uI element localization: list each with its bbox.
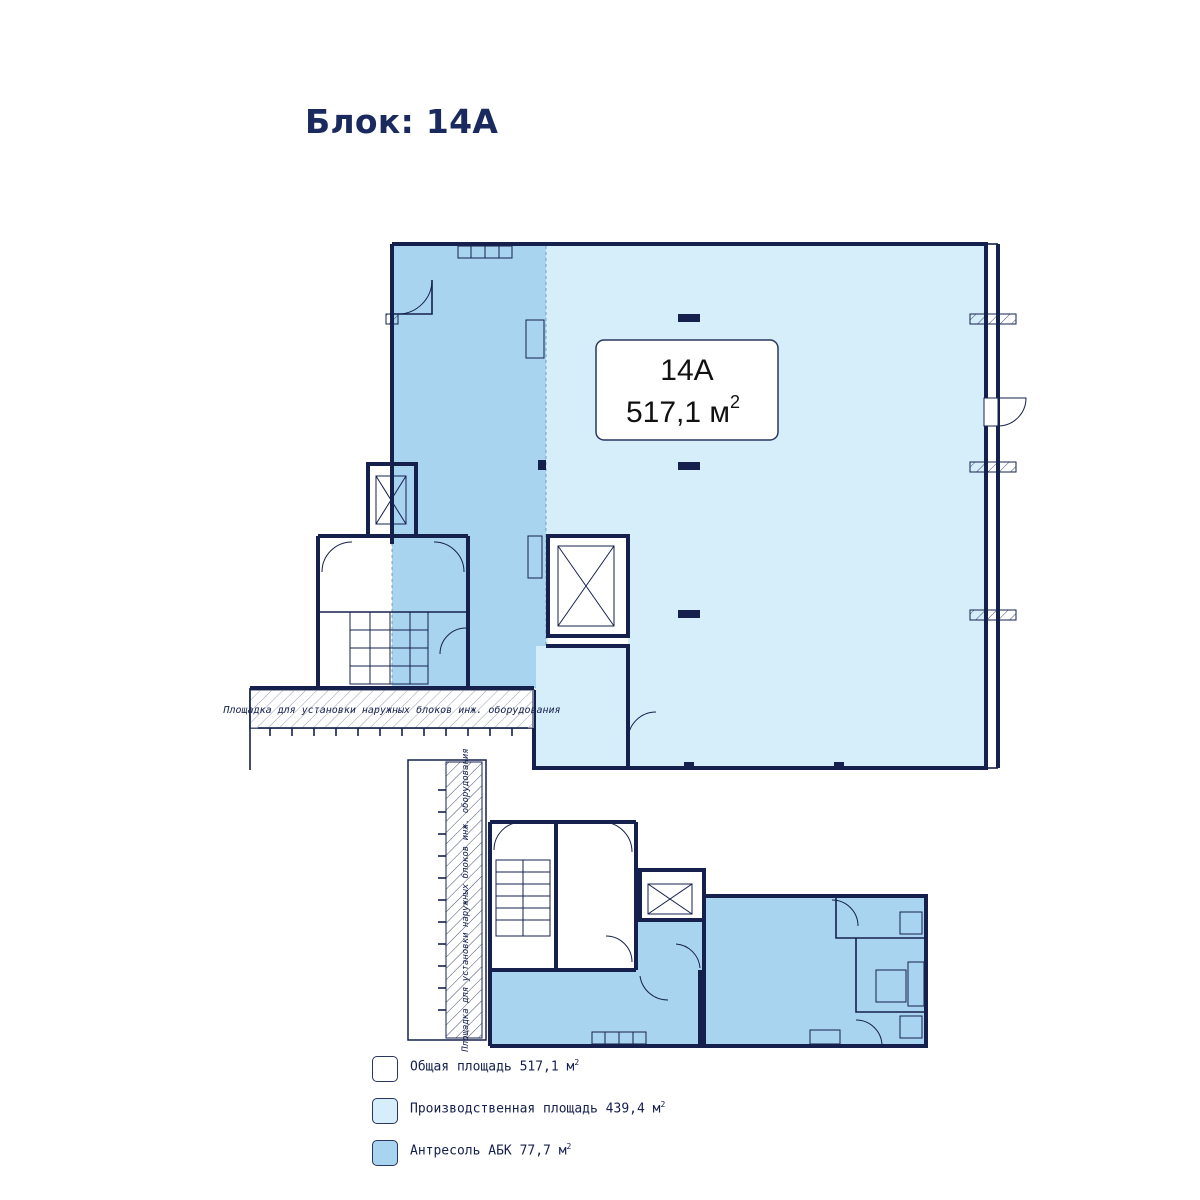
upper-platform-label: Площадка для установки наружных блоков и… <box>222 704 560 716</box>
legend-swatch-production <box>372 1098 398 1124</box>
stair-treads <box>350 612 428 684</box>
lower-stair-treads <box>496 860 550 936</box>
unit-label: 14А <box>660 354 713 387</box>
lower-platform-ticks <box>438 789 446 1011</box>
platform-ticks <box>269 728 513 736</box>
elevator-room <box>548 536 628 646</box>
upper-platform <box>249 689 535 729</box>
mezzanine-corridor <box>636 920 704 980</box>
page-title: Блок: 14А <box>305 102 499 141</box>
legend-label-production: Производственная площадь 439,4 м <box>410 1101 661 1117</box>
legend-swatch-total <box>372 1056 398 1082</box>
unit-area-card <box>595 339 779 441</box>
side-room <box>536 646 628 768</box>
unit-area: 517,1 м2 <box>626 392 740 429</box>
mezzanine-room-left <box>490 970 700 1046</box>
mezzanine-room-right <box>704 896 926 1046</box>
lower-platform-label: Площадка для установки наружных блоков и… <box>460 748 471 1052</box>
legend-swatch-mezzanine <box>372 1140 398 1166</box>
legend-label-total: Общая площадь 517,1 м <box>410 1059 575 1075</box>
legend-label-mezzanine: Антресоль АБК 77,7 м <box>410 1143 567 1159</box>
upper-floor: Площадка для установки наружных блоков и… <box>222 242 1027 770</box>
lower-floor: Площадка для установки наружных блоков и… <box>407 748 928 1053</box>
